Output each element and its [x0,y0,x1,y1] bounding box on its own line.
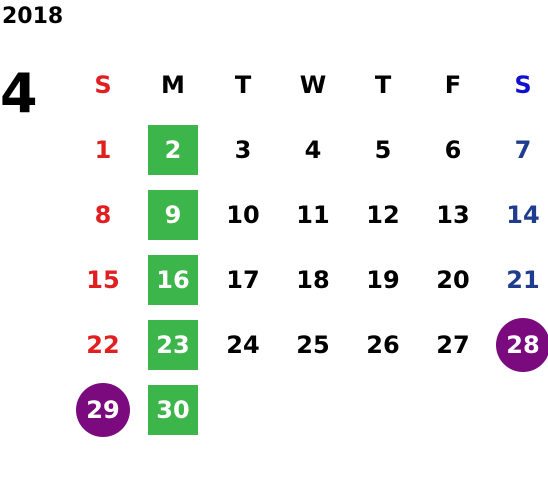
day-cell[interactable]: 18 [278,247,348,312]
day-cell[interactable]: 14 [488,182,548,247]
day-number: 18 [296,265,330,294]
day-cell[interactable]: 20 [418,247,488,312]
day-number: 20 [436,265,470,294]
day-number: 4 [304,135,322,164]
year-label: 2018 [2,4,64,29]
day-cell[interactable]: 26 [348,312,418,377]
day-number: 13 [436,200,470,229]
day-cell[interactable]: 21 [488,247,548,312]
weekday-sunday: S [94,70,112,99]
day-number: 16 [148,254,198,305]
day-cell[interactable]: 7 [488,117,548,182]
day-cell[interactable]: 4 [278,117,348,182]
day-number: 2 [148,124,198,175]
day-cell[interactable]: 3 [208,117,278,182]
day-number: 9 [148,189,198,240]
day-cell[interactable]: 16 [138,247,208,312]
day-number: 29 [76,382,130,437]
day-number: 3 [234,135,252,164]
day-cell[interactable]: 13 [418,182,488,247]
day-cell[interactable]: 15 [68,247,138,312]
day-number: 30 [148,384,198,435]
day-cell[interactable]: 29 [68,377,138,442]
day-number: 10 [226,200,260,229]
weekday-friday: F [444,70,462,99]
week-row: 29 30 [68,377,548,442]
day-number: 15 [86,265,120,294]
day-cell[interactable]: 22 [68,312,138,377]
day-cell[interactable]: 25 [278,312,348,377]
day-number: 25 [296,330,330,359]
day-cell[interactable]: 30 [138,377,208,442]
day-number: 19 [366,265,400,294]
day-number: 22 [86,330,120,359]
week-row: 15 16 17 18 19 20 21 [68,247,548,312]
weekday-header-row: S M T W T F S [68,52,548,117]
day-number: 7 [514,135,532,164]
day-number: 17 [226,265,260,294]
day-number: 14 [506,200,540,229]
day-number: 6 [444,135,462,164]
month-number: 4 [0,62,38,125]
weekday-thursday: T [374,70,392,99]
day-number: 24 [226,330,260,359]
day-cell[interactable]: 27 [418,312,488,377]
day-number: 26 [366,330,400,359]
day-cell[interactable]: 24 [208,312,278,377]
week-row: 8 9 10 11 12 13 14 [68,182,548,247]
day-cell[interactable]: 23 [138,312,208,377]
day-number: 1 [94,135,112,164]
day-cell[interactable]: 10 [208,182,278,247]
day-cell[interactable]: 11 [278,182,348,247]
calendar-grid: S M T W T F S 1 2 3 4 5 6 7 8 9 10 11 12… [68,52,548,442]
day-cell[interactable]: 17 [208,247,278,312]
day-cell[interactable]: 1 [68,117,138,182]
week-row: 22 23 24 25 26 27 28 [68,312,548,377]
day-number: 21 [506,265,540,294]
day-cell[interactable]: 2 [138,117,208,182]
day-number: 27 [436,330,470,359]
day-cell[interactable]: 12 [348,182,418,247]
day-cell[interactable]: 8 [68,182,138,247]
week-row: 1 2 3 4 5 6 7 [68,117,548,182]
day-number: 12 [366,200,400,229]
day-number: 8 [94,200,112,229]
day-number: 5 [374,135,392,164]
day-cell[interactable]: 5 [348,117,418,182]
day-cell[interactable]: 28 [488,312,548,377]
day-number: 28 [496,317,548,372]
day-cell[interactable]: 6 [418,117,488,182]
day-number: 11 [296,200,330,229]
weekday-wednesday: W [299,70,327,99]
day-cell[interactable]: 19 [348,247,418,312]
day-number: 23 [148,319,198,370]
day-cell[interactable]: 9 [138,182,208,247]
weekday-tuesday: T [234,70,252,99]
weekday-saturday: S [514,70,532,99]
weekday-monday: M [161,70,185,99]
